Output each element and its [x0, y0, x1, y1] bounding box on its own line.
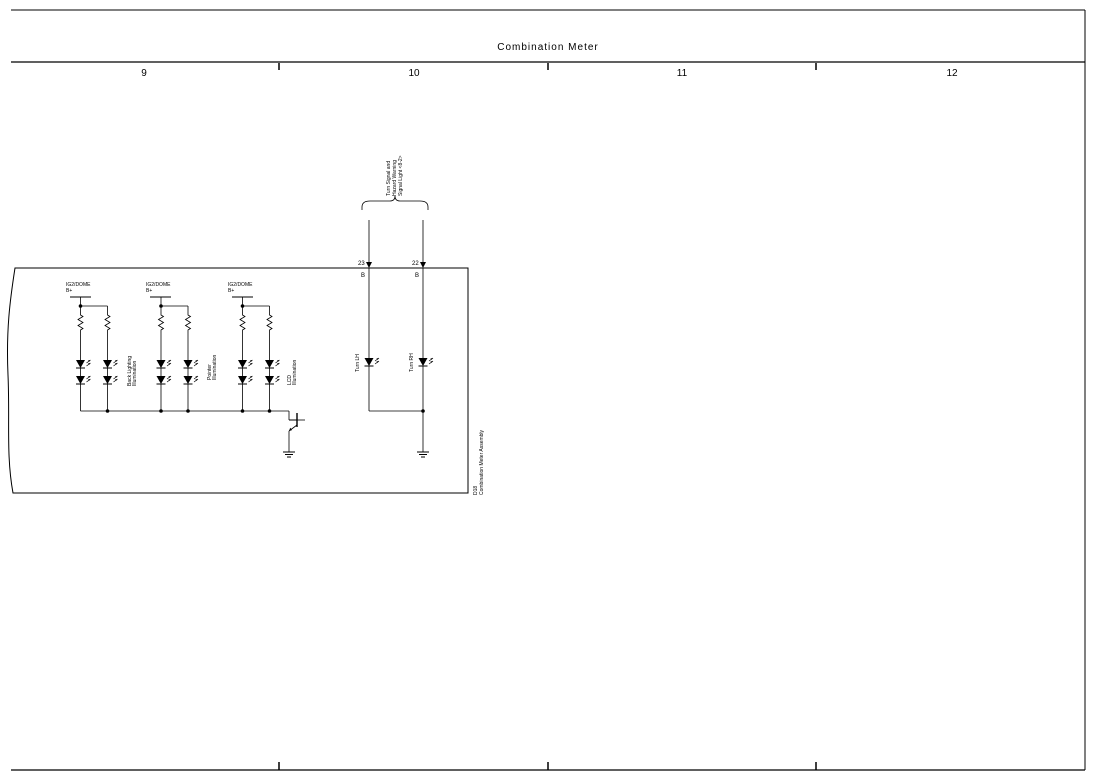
supply-label: IG2/DOME: [66, 282, 91, 288]
component-label: D18 Combination Meter Assembly: [473, 429, 485, 495]
reference-text: Signal Light <8-2>: [398, 155, 404, 196]
led-group-back-lighting: IG2/DOME B+ Back Lighting Illumination: [66, 282, 138, 413]
column-number: 10: [408, 68, 420, 79]
led-group-label: Illumination: [212, 354, 218, 380]
sheet-frame: [11, 9, 1086, 771]
supply-label: B+: [66, 288, 72, 294]
led-group-lcd: IG2/DOME B+ LCD Illumination: [228, 282, 298, 413]
wire-color-turn-rh: B: [415, 273, 419, 279]
wire-color-turn-lh: B: [361, 273, 365, 279]
turn-lh-label: Turn LH: [355, 354, 361, 372]
supply-label: IG2/DOME: [146, 282, 171, 288]
turn-rh-label: Turn RH: [409, 353, 415, 372]
led-group-label: Illumination: [132, 360, 138, 386]
component-name: Combination Meter Assembly: [479, 429, 485, 495]
transistor-driver: [80, 410, 305, 458]
combination-meter-outline: [6, 267, 469, 494]
led-group-label: Pointer: [207, 364, 213, 380]
turn-lamps: 23 22 B B Turn LH Turn RH: [355, 195, 434, 458]
pin-number-turn-rh: 22: [412, 261, 419, 267]
column-number: 12: [946, 68, 958, 79]
reference-text: Turn Signal and: [386, 161, 392, 196]
column-numbers: 9 10 11 12: [141, 68, 958, 79]
supply-label: IG2/DOME: [228, 282, 253, 288]
column-number: 11: [677, 68, 688, 79]
supply-label: B+: [228, 288, 234, 294]
led-group-label: Back Lighting: [127, 356, 133, 386]
pin-number-turn-lh: 23: [358, 261, 365, 267]
column-number: 9: [141, 68, 147, 79]
diagram-title: Combination Meter: [497, 42, 598, 53]
led-group-label: Illumination: [292, 359, 298, 385]
supply-label: B+: [146, 288, 152, 294]
led-group-pointer: IG2/DOME B+ Pointer Illumination: [146, 282, 218, 413]
reference-text: Hazard Warning: [392, 160, 398, 196]
reference-label: Turn Signal and Hazard Warning Signal Li…: [386, 155, 404, 196]
led-group-label: LCD: [287, 375, 293, 385]
component-id: D18: [473, 486, 479, 495]
